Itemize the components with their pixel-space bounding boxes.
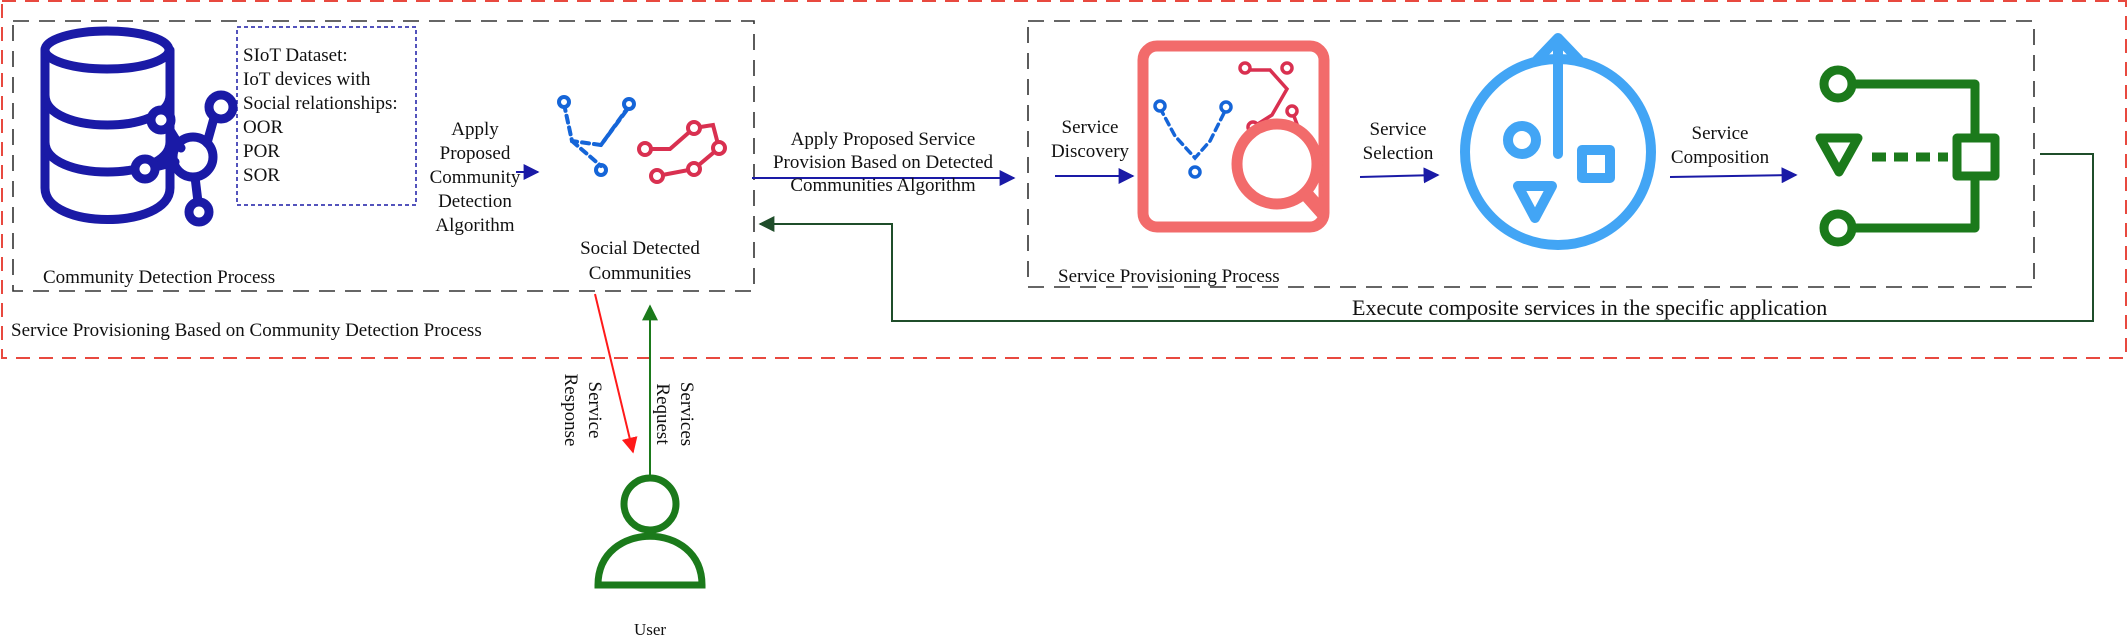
dataset-line1: IoT devices with — [243, 69, 371, 90]
social-detected-label: Social Detected Communities — [580, 238, 700, 284]
arrow-service-composition — [1669, 167, 1798, 184]
selection-shapes-icon — [1460, 33, 1656, 250]
services-request-label: Services Request — [652, 381, 697, 447]
user-icon — [594, 474, 706, 589]
dataset-item-sor: SOR — [243, 165, 280, 186]
discovery-search-icon — [1137, 40, 1330, 233]
dataset-line2: Social relationships: — [243, 93, 398, 114]
provisioning-box-label: Service Provisioning Process — [1058, 266, 1280, 287]
arrow-service-response — [594, 293, 638, 454]
service-composition-label: Service Composition — [1670, 123, 1770, 168]
arrow-execute-feedback — [758, 153, 2094, 322]
dataset-box — [236, 26, 417, 206]
dataset-item-por: POR — [243, 141, 280, 162]
composition-flow-icon — [1815, 65, 2000, 247]
apply-algorithm-label: Apply Proposed Community Detection Algor… — [429, 119, 521, 236]
community-box-label: Community Detection Process — [43, 267, 276, 288]
community-detection-box — [12, 20, 755, 292]
dataset-title: SIoT Dataset: — [243, 45, 348, 66]
dataset-item-oor: OOR — [243, 117, 284, 138]
community-graph-icon — [557, 95, 727, 184]
service-provisioning-box — [1027, 20, 2035, 288]
apply-provision-label: Apply Proposed Service Provision Based o… — [772, 129, 994, 196]
user-label: User — [633, 620, 667, 639]
execute-label: Execute composite services in the specif… — [1352, 295, 1828, 320]
service-discovery-label: Service Discovery — [1050, 117, 1130, 162]
service-response-label: Service Response — [560, 373, 605, 447]
outer-box-label: Service Provisioning Based on Community … — [11, 320, 482, 341]
arrow-service-selection — [1359, 167, 1440, 184]
outer-boundary — [1, 0, 2127, 359]
database-network-icon — [40, 26, 238, 227]
dataset-text: SIoT Dataset: IoT devices with Social re… — [243, 44, 398, 188]
service-selection-label: Service Selection — [1362, 119, 1434, 164]
